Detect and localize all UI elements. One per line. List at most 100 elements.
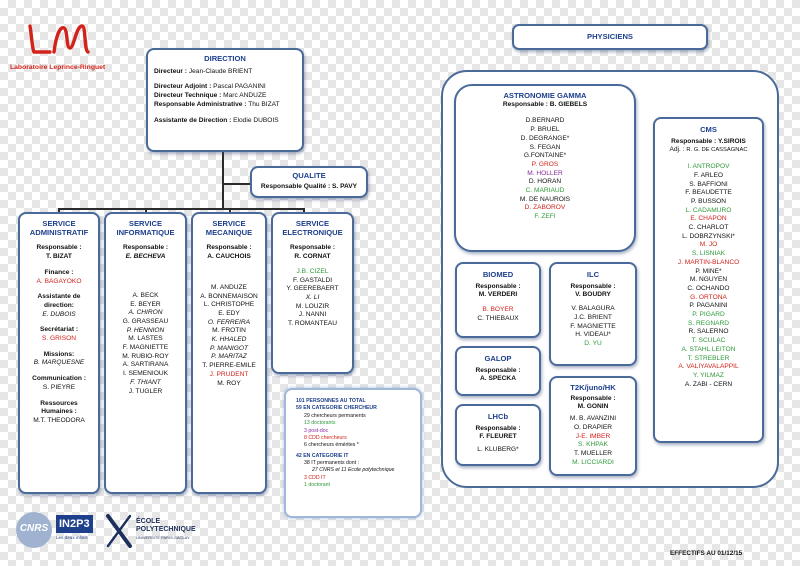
info-member: E. BEYER: [130, 300, 161, 308]
elec-member: J. NANNI: [298, 311, 327, 319]
service-meca-title: SERVICE: [212, 219, 246, 228]
astro-member: S. FEGAN: [529, 143, 561, 151]
service-admin-resp: T. BIZAT: [46, 253, 72, 261]
stats-line: 13 doctorants: [304, 420, 336, 427]
connector: [145, 208, 147, 214]
stats-cat-it: 42 EN CATEGORIE IT: [296, 452, 349, 459]
cms-resp: Y.SIROIS: [717, 137, 746, 145]
ilc-member: J.C. BRIENT: [574, 313, 612, 321]
cms-member: I. ANTROPOV: [687, 163, 730, 171]
stats-line: 38 IT permanents dont :: [304, 460, 359, 466]
elec-member: M. LOUZIR: [295, 302, 330, 310]
t2k-member: O. DRAPIER: [573, 423, 613, 431]
t2k-title: T2K/juno/HK: [570, 383, 616, 392]
stats-line: 29 chercheurs permanents: [304, 412, 366, 419]
biomed-member: C. THIEBAUX: [477, 314, 519, 322]
meca-member: M. FROTIN: [212, 327, 246, 335]
physiciens-header: PHYSICIENS: [512, 24, 708, 50]
stats-line: 1 doctorant: [304, 482, 330, 489]
elec-member: X. LI: [305, 293, 320, 301]
astro-member: P. GROS: [531, 160, 559, 168]
cms-member: T. SCULAC: [691, 337, 726, 345]
astro-member: M. HOLLER: [527, 169, 563, 177]
direction-admin: Responsable Administrative : Thu BIZAT: [154, 100, 280, 108]
meca-member: L. CHRISTOPHE: [203, 301, 255, 309]
astro-title: ASTRONOMIE GAMMA: [503, 91, 587, 100]
direction-title: DIRECTION: [204, 54, 246, 63]
cms-member: P. BUSSON: [690, 197, 727, 205]
ilc-resp: V. BOUDRY: [575, 291, 611, 299]
cms-adj: R. G. DE CASSAGNAC: [686, 147, 748, 154]
astro-member: P. BRUEL: [530, 126, 560, 134]
cms-member: C. OCHANDO: [687, 284, 730, 292]
polytechnique-x-icon: [106, 514, 132, 548]
astro-member: D. DEGRANGE*: [520, 134, 570, 142]
cms-member: L. DOBRZYNSKI*: [682, 232, 735, 240]
lhcb-box: LHCb Responsable : F. FLEURET L. KLUBERG…: [455, 404, 541, 466]
galop-box: GALOP Responsable : A. SPECKA: [455, 346, 541, 396]
t2k-member: T. MUELLER: [573, 449, 613, 457]
info-member: A. CHIRON: [128, 309, 163, 317]
stats-line: 8 CDD chercheurs: [304, 434, 347, 441]
connector: [58, 208, 304, 210]
elec-member: T. ROMANTEAU: [287, 320, 338, 328]
service-info-box: SERVICE INFORMATIQUE Responsable : E. BE…: [104, 212, 187, 494]
t2k-resp: M. GONIN: [577, 403, 609, 411]
ilc-member: H. VIDEAU*: [575, 331, 611, 339]
ilc-member: D. YU: [584, 339, 602, 347]
connector: [58, 208, 60, 214]
cms-box: CMS Responsable : Y.SIROIS Adj. : R. G. …: [653, 117, 764, 443]
ilc-member: V. BALAGURA: [571, 305, 615, 313]
biomed-member: B. BOYER: [482, 306, 514, 314]
service-info-title: SERVICE: [128, 219, 163, 228]
lab-name: Laboratoire Leprince-Ringuet: [10, 64, 106, 71]
cms-member: P. PAGANINI: [689, 302, 728, 310]
elec-member: J.B. CIZEL: [296, 267, 329, 275]
biomed-box: BIOMED Responsable : M. VERDERI B. BOYER…: [455, 262, 541, 338]
lab-logo: Laboratoire Leprince-Ringuet: [10, 18, 122, 78]
t2k-member: M. LICCIARDI: [572, 458, 614, 466]
info-member: F. MAGNIETTE: [122, 344, 169, 352]
info-member: P. HENNION: [126, 326, 165, 334]
connector: [222, 152, 224, 208]
info-member: I. SEMENIOUK: [122, 370, 169, 378]
cms-member: P. MINE*: [695, 267, 722, 275]
polytechnique-logo: ÉCOLE POLYTECHNIQUE UNIVERSITÉ PARIS-SAC…: [104, 508, 206, 554]
stats-line: 3 CDD IT: [304, 474, 326, 481]
cms-member: L. CADAMURO: [685, 206, 732, 214]
direction-box: DIRECTION Directeur : Jean-Claude BRIENT…: [146, 48, 304, 152]
llr-logo-icon: [28, 24, 90, 54]
physiciens-title: PHYSICIENS: [587, 32, 633, 41]
cms-member: G. ORTONA: [690, 293, 727, 301]
cms-title: CMS: [700, 125, 717, 134]
service-meca-resp: A. CAUCHOIS: [207, 253, 251, 261]
elec-member: Y. GEEREBAERT: [286, 285, 339, 293]
info-member: F. THIANT: [130, 378, 161, 386]
meca-member: A. BONNEMAISON: [200, 292, 258, 300]
astro-member: D.BERNARD: [525, 117, 565, 125]
stats-cat-ch: 59 EN CATEGORIE CHERCHEUR: [296, 405, 377, 412]
meca-member: J. PRUDENT: [209, 370, 249, 378]
biomed-title: BIOMED: [482, 270, 514, 279]
cms-member: A. VALIYAVALAPPIL: [678, 363, 739, 371]
ilc-title: ILC: [586, 270, 600, 279]
t2k-member: M. B. AVANZINI: [569, 415, 617, 423]
cms-member: P. PIGARD: [692, 311, 725, 319]
meca-member: K. HHALED: [211, 336, 247, 344]
astro-member: M. DE NAUROIS: [519, 195, 571, 203]
meca-member: T. PIERRE-EMILE: [202, 362, 256, 370]
service-meca-box: SERVICE MECANIQUE Responsable : A. CAUCH…: [191, 212, 267, 494]
stats-box: 101 PERSONNES AU TOTAL 59 EN CATEGORIE C…: [284, 388, 422, 518]
info-member: M. RUBIO-ROY: [122, 352, 169, 360]
qualite-box: QUALITE Responsable Qualité : S. PAVY: [250, 166, 368, 198]
effectifs-date: EFFECTIFS AU 01/12/15: [670, 550, 743, 557]
cnrs-logo: CNRS: [14, 510, 54, 550]
ilc-box: ILC Responsable : V. BOUDRY V. BALAGURA …: [549, 262, 637, 366]
biomed-resp: M. VERDERI: [478, 291, 518, 299]
astro-member: D. HORAN: [528, 178, 562, 186]
lhcb-title: LHCb: [487, 412, 509, 421]
cms-member: E. CHAPON: [690, 215, 727, 223]
meca-member: P. MARITAZ: [211, 353, 247, 361]
cnrs-logo-icon: [16, 512, 52, 548]
cms-member: A. STAHL LEITON: [681, 345, 736, 353]
